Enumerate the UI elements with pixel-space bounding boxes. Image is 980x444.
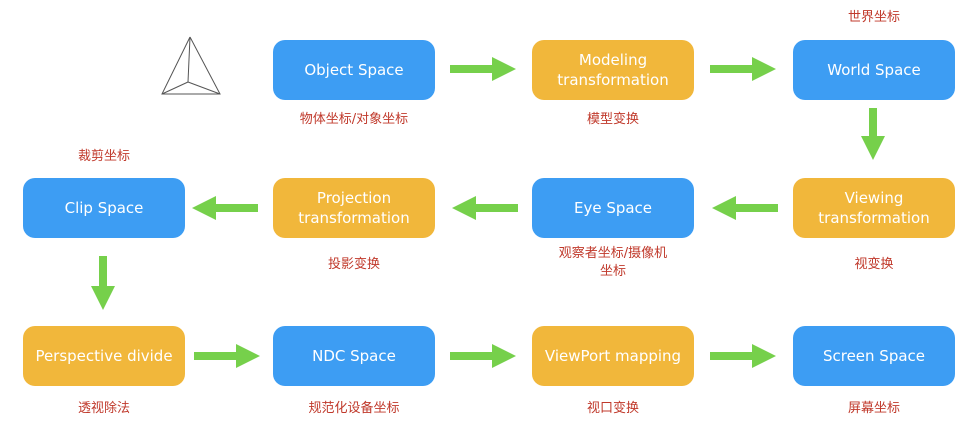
modeling-transformation-node: Modeling transformation xyxy=(532,40,694,100)
eye-space-caption: 观察者坐标/摄像机 坐标 xyxy=(558,246,668,279)
object-space-caption: 物体坐标/对象坐标 xyxy=(299,112,409,127)
arrow-world-to-viewing xyxy=(861,108,885,160)
arrow-clip-to-perspective xyxy=(91,256,115,310)
ndc-space-node: NDC Space xyxy=(273,326,435,386)
clip-space-caption: 裁剪坐标 xyxy=(77,149,130,164)
world-space-node: World Space xyxy=(793,40,955,100)
arrow-object-to-modeling xyxy=(450,57,516,81)
eye-space-node: Eye Space xyxy=(532,178,694,238)
ndc-space-caption: 规范化设备坐标 xyxy=(308,401,400,416)
viewing-transformation-caption: 视变换 xyxy=(854,257,894,272)
arrow-viewing-to-eye xyxy=(712,196,778,220)
viewport-mapping-node: ViewPort mapping xyxy=(532,326,694,386)
viewport-mapping-caption: 视口变换 xyxy=(586,401,639,416)
screen-space-caption: 屏幕坐标 xyxy=(847,401,900,416)
screen-space-node: Screen Space xyxy=(793,326,955,386)
object-space-node: Object Space xyxy=(273,40,435,100)
arrow-ndc-to-viewport xyxy=(450,344,516,368)
world-space-caption: 世界坐标 xyxy=(847,10,900,25)
tetrahedron-wireframe-icon xyxy=(161,36,221,95)
arrow-perspective-to-ndc xyxy=(194,344,260,368)
viewing-transformation-node: Viewing transformation xyxy=(793,178,955,238)
projection-transformation-node: Projection transformation xyxy=(273,178,435,238)
arrow-projection-to-clip xyxy=(192,196,258,220)
projection-transformation-caption: 投影变换 xyxy=(327,257,380,272)
arrow-eye-to-projection xyxy=(452,196,518,220)
clip-space-node: Clip Space xyxy=(23,178,185,238)
arrow-modeling-to-world xyxy=(710,57,776,81)
perspective-divide-node: Perspective divide xyxy=(23,326,185,386)
modeling-transformation-caption: 模型变换 xyxy=(586,112,639,127)
perspective-divide-caption: 透视除法 xyxy=(77,401,130,416)
arrow-viewport-to-screen xyxy=(710,344,776,368)
